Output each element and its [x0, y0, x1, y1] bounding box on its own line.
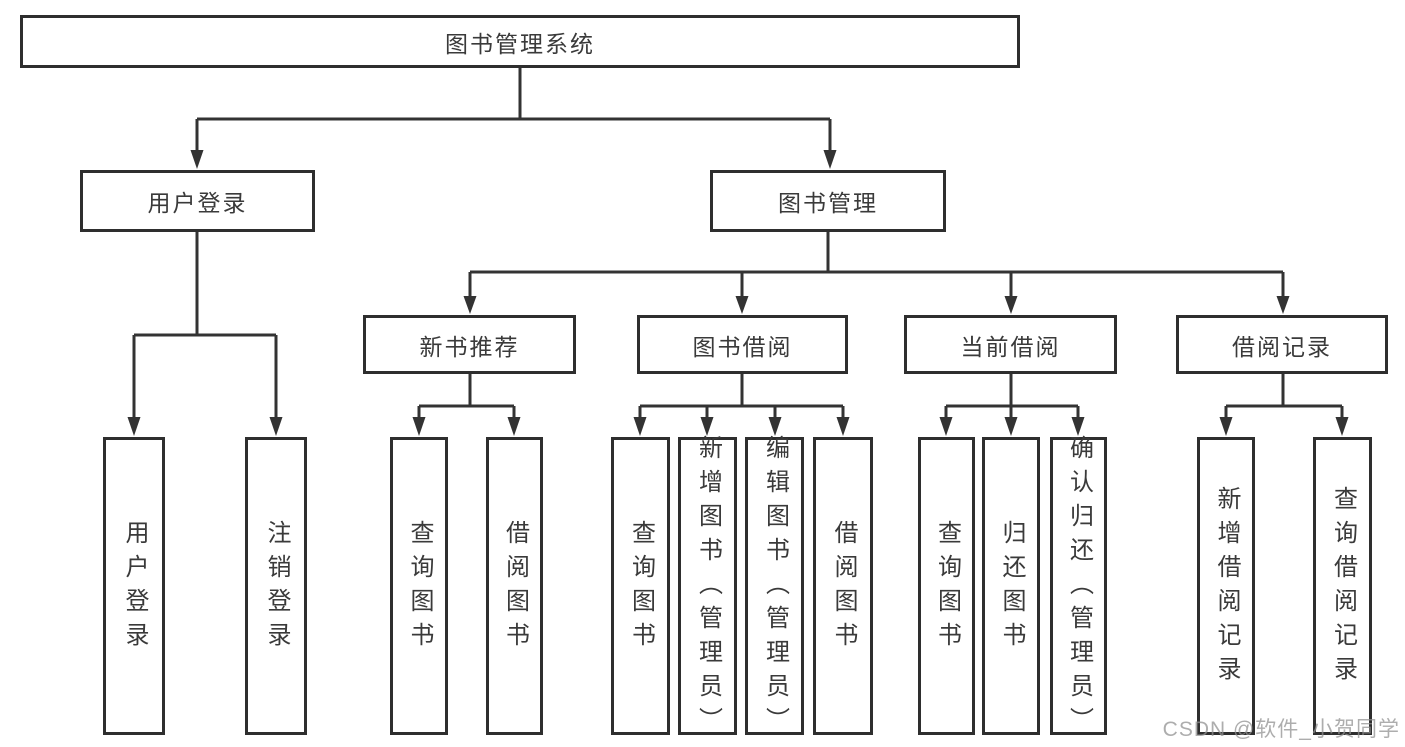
node-current-borrow: 当前借阅	[904, 315, 1117, 374]
leaf-borrow-books-2: 借阅图书	[813, 437, 873, 735]
leaf-query-books-3: 查询图书	[918, 437, 975, 735]
leaf-add-books-admin: 新增图书（管理员）	[678, 435, 737, 741]
watermark: CSDN @软件_小贺同学	[1162, 718, 1400, 741]
leaf-query-books-2: 查询图书	[611, 437, 670, 735]
leaf-edit-books-admin: 编辑图书（管理员）	[745, 435, 804, 741]
leaf-borrow-books-1: 借阅图书	[486, 437, 543, 735]
leaf-return-books: 归还图书	[982, 437, 1040, 735]
arrowheads	[127, 150, 1349, 436]
leaf-logout: 注销登录	[245, 437, 307, 735]
leaf-add-borrow-record: 新增借阅记录	[1197, 437, 1255, 735]
node-book-management: 图书管理	[710, 170, 946, 232]
leaf-query-books-1: 查询图书	[390, 437, 448, 735]
node-library-system: 图书管理系统	[20, 15, 1020, 68]
node-user-login: 用户登录	[80, 170, 315, 232]
leaf-confirm-return-admin: 确认归还（管理员）	[1050, 435, 1107, 741]
leaf-query-borrow-record: 查询借阅记录	[1313, 437, 1372, 735]
node-book-borrow: 图书借阅	[637, 315, 848, 374]
node-borrow-records: 借阅记录	[1176, 315, 1388, 374]
node-new-book-recommend: 新书推荐	[363, 315, 576, 374]
leaf-user-login: 用户登录	[103, 437, 165, 735]
